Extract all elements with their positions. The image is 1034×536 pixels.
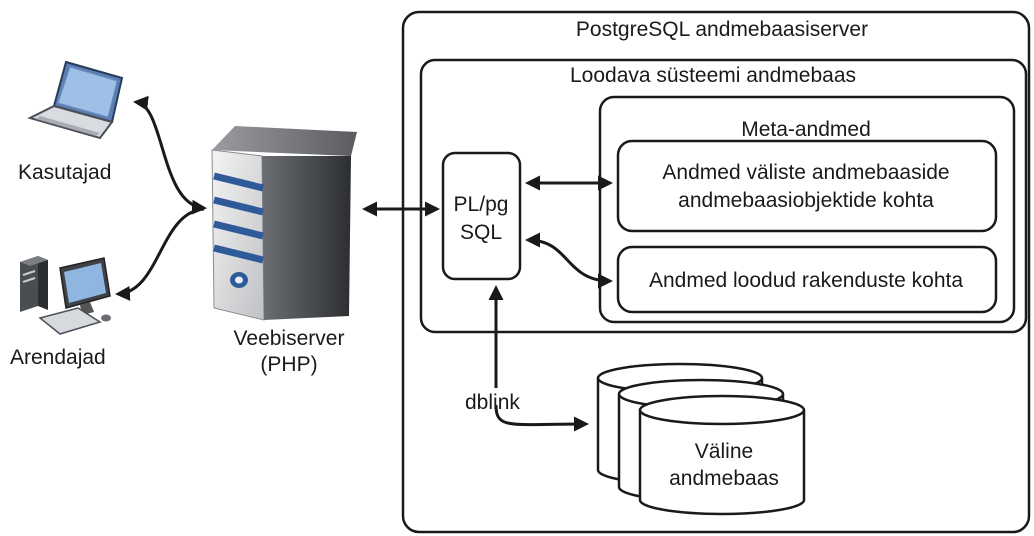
desktop-computer-icon <box>20 256 111 335</box>
external-objects-line1: Andmed väliste andmebaaside <box>662 161 949 184</box>
webserver-label-line2: (PHP) <box>260 353 317 376</box>
web-server-icon <box>211 126 357 321</box>
webserver-label-line1: Veebiserver <box>234 327 345 350</box>
connector-laptop-server <box>133 95 207 215</box>
connectors <box>115 95 613 432</box>
connector-plpgsql-created-apps <box>525 232 613 289</box>
db-cylinder-front <box>638 394 806 516</box>
connector-dblink-external-db <box>494 404 589 432</box>
metadata-title: Meta-andmed <box>741 118 871 141</box>
plpgsql-line1: PL/pg <box>454 193 509 216</box>
postgres-server-title: PostgreSQL andmebaasiserver <box>576 18 868 41</box>
external-db-line2: andmebaas <box>669 467 779 490</box>
external-db-line1: Väline <box>695 440 753 463</box>
users-label: Kasutajad <box>18 161 111 184</box>
plpgsql-line2: SQL <box>460 221 502 244</box>
external-db-stack <box>596 362 806 516</box>
connector-desktop-server <box>115 207 205 301</box>
created-apps-box <box>616 245 998 314</box>
external-objects-line2: andmebaasiobjektide kohta <box>678 189 934 212</box>
external-objects-box <box>616 139 998 233</box>
system-db-title: Loodava süsteemi andmebaas <box>570 64 856 87</box>
dblink-label: dblink <box>465 391 520 414</box>
created-apps-label: Andmed loodud rakenduste kohta <box>649 269 963 292</box>
laptop-icon <box>27 60 124 140</box>
plpgsql-box <box>441 151 522 281</box>
developers-label: Arendajad <box>10 346 106 369</box>
